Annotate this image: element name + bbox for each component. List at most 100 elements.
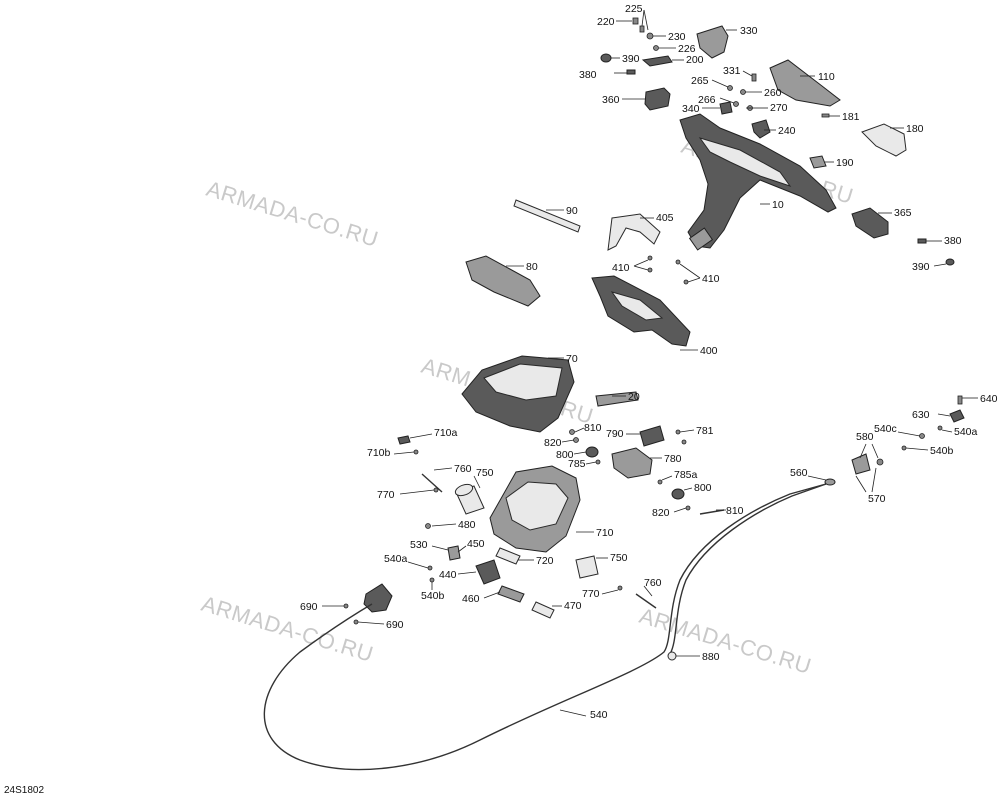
label-640: 640 — [980, 393, 998, 405]
label-750-right: 750 — [610, 552, 628, 564]
label-200: 200 — [686, 54, 704, 66]
label-530: 530 — [410, 539, 428, 551]
label-580: 580 — [856, 431, 874, 443]
label-760-right: 760 — [644, 577, 662, 589]
part-240-lever — [751, 119, 776, 139]
part-790-switch — [626, 425, 665, 447]
label-260: 260 — [764, 87, 782, 99]
part-580-570-clip — [851, 443, 884, 493]
part-10-steering-column — [679, 113, 837, 251]
watermark-text: ARMADA-CO.RU — [199, 591, 377, 667]
label-800-lower: 800 — [694, 482, 712, 494]
label-70: 70 — [566, 353, 578, 365]
label-266: 266 — [698, 94, 716, 106]
label-790: 790 — [606, 428, 624, 440]
label-800-upper: 800 — [556, 449, 574, 461]
part-small-fasteners-top — [616, 9, 684, 67]
label-810-lower: 810 — [726, 505, 744, 517]
part-560-end — [807, 475, 836, 486]
label-220: 220 — [597, 16, 615, 28]
label-720: 720 — [536, 555, 554, 567]
label-400: 400 — [700, 345, 718, 357]
part-380-screw-right — [917, 238, 942, 244]
part-410-screws — [633, 255, 701, 285]
label-230: 230 — [668, 31, 686, 43]
part-cable-housing-690 — [322, 583, 393, 625]
part-540c-540a-right — [897, 425, 953, 439]
part-480-screw — [425, 523, 457, 529]
part-110-cover — [769, 59, 841, 107]
label-20: 20 — [628, 391, 640, 403]
part-540b-right — [901, 445, 929, 451]
part-720-connector — [495, 547, 534, 565]
label-630: 630 — [912, 409, 930, 421]
part-365-grip — [851, 207, 892, 239]
part-460-470 — [483, 585, 562, 619]
label-540c: 540c — [874, 423, 897, 435]
label-820-lower: 820 — [652, 507, 670, 519]
part-781-screws — [675, 429, 695, 445]
label-405: 405 — [656, 212, 674, 224]
label-380-right: 380 — [944, 235, 962, 247]
label-560: 560 — [790, 467, 808, 479]
label-785a: 785a — [674, 469, 698, 481]
label-770-right: 770 — [582, 588, 600, 600]
label-810-upper: 810 — [584, 422, 602, 434]
watermark-text: ARMADA-CO.RU — [204, 176, 382, 252]
label-780: 780 — [664, 453, 682, 465]
part-405-bracket — [607, 213, 661, 251]
label-820-upper: 820 — [544, 437, 562, 449]
label-440: 440 — [439, 569, 457, 581]
part-450-530 — [431, 545, 467, 561]
label-690-right: 690 — [386, 619, 404, 631]
label-270: 270 — [770, 102, 788, 114]
part-180-cover — [861, 123, 907, 157]
label-380-top: 380 — [579, 69, 597, 81]
label-710b: 710b — [367, 447, 391, 459]
label-410-left: 410 — [612, 262, 630, 274]
label-710a: 710a — [434, 427, 458, 439]
label-80: 80 — [526, 261, 538, 273]
label-331: 331 — [723, 65, 741, 77]
part-90-bracket — [513, 199, 581, 233]
label-360: 360 — [602, 94, 620, 106]
part-390-cap — [600, 53, 620, 63]
part-540-cable — [263, 483, 827, 771]
label-450: 450 — [467, 538, 485, 550]
part-710-base — [489, 465, 594, 553]
label-330: 330 — [740, 25, 758, 37]
part-640-630 — [937, 395, 978, 423]
label-710: 710 — [596, 527, 614, 539]
watermark-text: ARMADA-CO.RU — [637, 603, 815, 679]
label-480: 480 — [458, 519, 476, 531]
label-880: 880 — [702, 651, 720, 663]
part-540a-540b-left — [407, 561, 435, 590]
part-190-nut — [809, 155, 834, 169]
label-225: 225 — [625, 3, 643, 15]
label-540a-right: 540a — [954, 426, 978, 438]
part-380-screw — [614, 69, 636, 75]
label-785: 785 — [568, 458, 586, 470]
part-780-housing — [611, 447, 662, 479]
label-90: 90 — [566, 205, 578, 217]
label-190: 190 — [836, 157, 854, 169]
part-750-left-cylinder — [454, 475, 485, 515]
part-265-260-266-270-small — [702, 79, 768, 115]
label-181: 181 — [842, 111, 860, 123]
label-770-left: 770 — [377, 489, 395, 501]
label-760-left: 760 — [454, 463, 472, 475]
part-70-console — [461, 355, 575, 433]
part-810-820-800-785 — [561, 427, 601, 465]
label-390-right: 390 — [912, 261, 930, 273]
part-785a-800-820 — [657, 475, 693, 513]
label-540a-left: 540a — [384, 553, 408, 565]
part-440-switch — [457, 559, 501, 585]
part-20-strip — [595, 391, 639, 407]
part-390-cap-right — [933, 258, 955, 267]
part-330-cover — [696, 25, 737, 59]
label-240: 240 — [778, 125, 796, 137]
label-365: 365 — [894, 207, 912, 219]
label-410-right: 410 — [702, 273, 720, 285]
label-460: 460 — [462, 593, 480, 605]
